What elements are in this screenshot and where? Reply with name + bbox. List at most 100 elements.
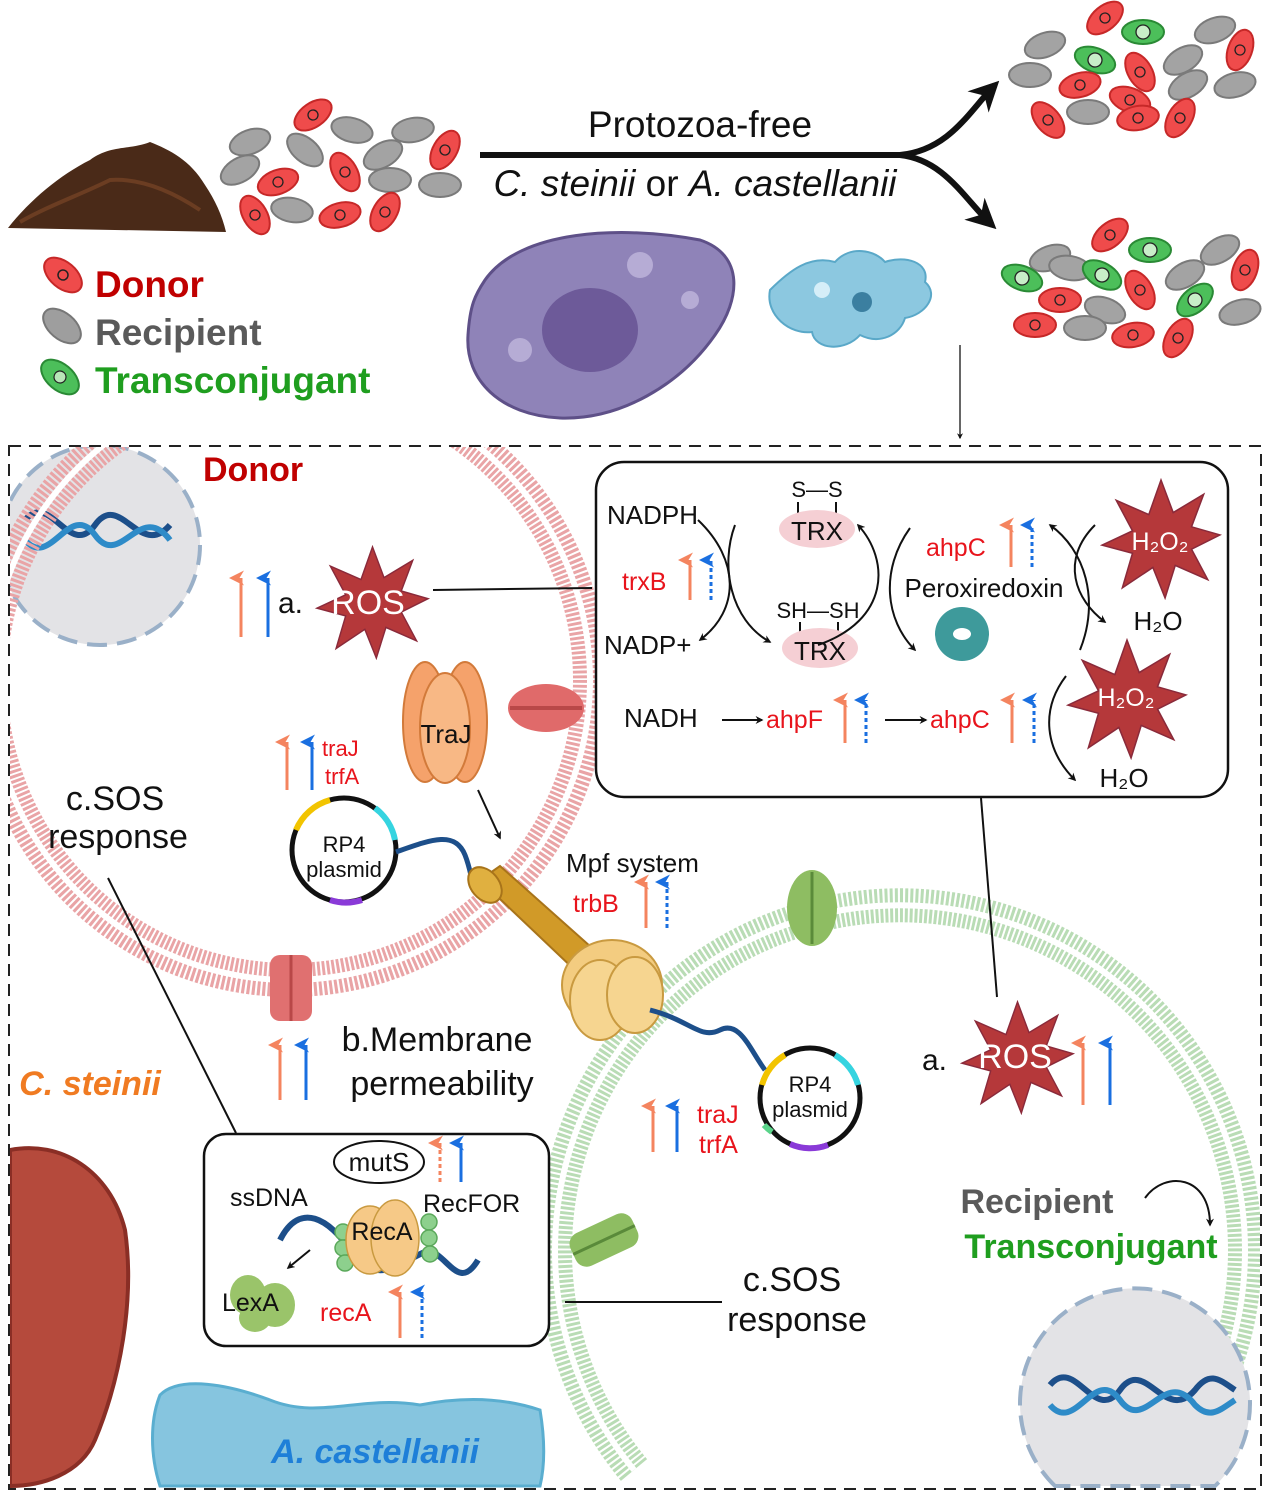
legend-donor-icon [43, 256, 83, 294]
reca-to-lexa-arrow [286, 1249, 311, 1270]
recipient-cell-icon [1193, 15, 1237, 45]
donor-gene-up-arrows-icon [275, 734, 315, 790]
donor-cell-icon [1124, 269, 1156, 311]
donor-cell-icon [1225, 28, 1255, 72]
amoeba-illustration [768, 250, 932, 348]
recipient-sos-label-2: response [727, 1301, 867, 1339]
sos-connector [107, 877, 237, 1134]
donor-cell-icon [429, 129, 461, 171]
recfor-label: RecFOR [423, 1190, 520, 1218]
membrane-channel-icon [270, 955, 312, 1021]
recipient-cell-icon [1023, 30, 1067, 60]
ahpc-bottom-up-arrows-icon [1000, 692, 1037, 743]
donor-cell-icon [239, 194, 271, 236]
recipient-ros-connector [980, 797, 998, 998]
trx-oxidation-arrow [817, 523, 880, 646]
reca-protein-icon [345, 1199, 420, 1277]
conversion-arrow [1144, 1180, 1214, 1227]
ahpc-top-up-arrows-icon [999, 517, 1035, 567]
ciliate-body [10, 1146, 131, 1488]
h2o2-top: H₂O₂ [1132, 528, 1189, 556]
trx-oxidized-bubble [779, 510, 855, 548]
mpf-pilus-icon [467, 864, 768, 1072]
gene-reca: recA [320, 1299, 372, 1327]
donor-cell-icon [1030, 101, 1066, 139]
donor-cell-icon [1164, 97, 1196, 139]
recipient-plasmid-label-1: RP4 [789, 1072, 832, 1097]
recipient-label: Recipient [960, 1183, 1113, 1221]
recipient-cell-icon [1213, 71, 1257, 99]
membrane-permeability-label-1: b.Membrane [342, 1021, 533, 1059]
trx-reduced-bubble [782, 628, 858, 668]
peroxiredoxin-arrow [888, 527, 917, 652]
condition-protozoa-free: Protozoa-free [588, 104, 812, 145]
recipient-cell-icon [270, 196, 314, 224]
peroxiredoxin-label: Peroxiredoxin [905, 573, 1064, 603]
donor-cell-icon [1013, 312, 1057, 338]
nadh-label: NADH [624, 703, 698, 733]
recipient-cell-icon [286, 132, 324, 168]
recipient-gene-traj: traJ [697, 1101, 739, 1129]
recipient-cell-icon [418, 172, 462, 198]
amoeba-label: A. castellanii [270, 1433, 480, 1471]
h2o-bottom: H₂O [1099, 763, 1148, 793]
donor-cell-icon [329, 151, 361, 193]
recipient-cell-icon [219, 154, 261, 186]
recipient-ros-label: ROS [978, 1038, 1052, 1076]
donor-gene-trfa: trfA [325, 764, 360, 789]
recipient-plasmid-label-2: plasmid [772, 1097, 848, 1122]
recipient-membrane [538, 888, 1260, 1481]
ssdna-label: ssDNA [230, 1184, 308, 1212]
legend-donor: Donor [95, 264, 204, 305]
donor-cell-icon [1086, 0, 1124, 36]
donor-plasmid-label-2: plasmid [306, 857, 382, 882]
reca-protein-label: RecA [351, 1218, 412, 1246]
recipient-nucleoid [1018, 1286, 1252, 1488]
donor-cell-icon [1230, 248, 1260, 292]
membrane-permeability-label-2: permeability [350, 1065, 533, 1103]
treatment-arrow [480, 80, 1000, 230]
muts-label: mutS [349, 1147, 410, 1177]
mechanism-panel [8, 445, 1262, 1490]
trx-reduction-arrow [727, 524, 772, 643]
recipient-gene-trfa: trfA [699, 1131, 738, 1159]
traj-to-pilus-arrow [477, 789, 501, 840]
recipient-cell-icon [1008, 62, 1052, 88]
recipient-cell-icon [1063, 315, 1107, 341]
donor-cell-icon [369, 191, 401, 233]
h2o2-to-h2o-arrow-bottom [1048, 675, 1077, 782]
soil-illustration [8, 142, 226, 232]
recipient-cell-icon [1066, 99, 1110, 125]
recipient-sos-label-1: c.SOS [743, 1261, 841, 1299]
donor-cell-icon [318, 201, 362, 229]
trx-reduced-label: TRX [794, 636, 846, 666]
nadp-label: NADP+ [604, 630, 691, 660]
recipient-gene-up-arrows-icon [641, 1098, 680, 1152]
trxb-up-arrows-icon [678, 552, 714, 600]
legend-transconjugant-icon [40, 358, 80, 396]
ciliate-label: C. steinii [19, 1065, 162, 1103]
transconjugant-cell-icon [1000, 263, 1044, 293]
transconjugant-cell-icon [1128, 237, 1172, 263]
donor-cell-icon [1116, 104, 1160, 132]
recipient-cell-icon [1162, 44, 1204, 76]
muts-ellipse [333, 1140, 425, 1184]
recipient-cell-icon [1199, 234, 1241, 266]
recipient-cell-icon [1164, 259, 1206, 291]
traj-protein-icon [402, 661, 488, 784]
donor-cell-icon [293, 98, 333, 132]
recipient-cell-icon [330, 116, 374, 144]
recipient-cell-icon [1218, 298, 1262, 326]
ciliate-illustration [466, 231, 736, 420]
nadph-label: NADPH [607, 500, 698, 530]
membrane-up-arrows-icon [268, 1037, 309, 1100]
donor-cell-icon [256, 167, 300, 197]
bacteria-populations [219, 0, 1262, 359]
muts-up-arrows-icon [428, 1135, 464, 1182]
recipient-plasmid-icon [757, 1045, 863, 1152]
recipient-cell-icon [368, 167, 412, 193]
gene-trxb: trxB [622, 568, 666, 596]
transconjugant-cell-icon [1081, 259, 1123, 291]
recipient-cell-icon [228, 127, 272, 157]
